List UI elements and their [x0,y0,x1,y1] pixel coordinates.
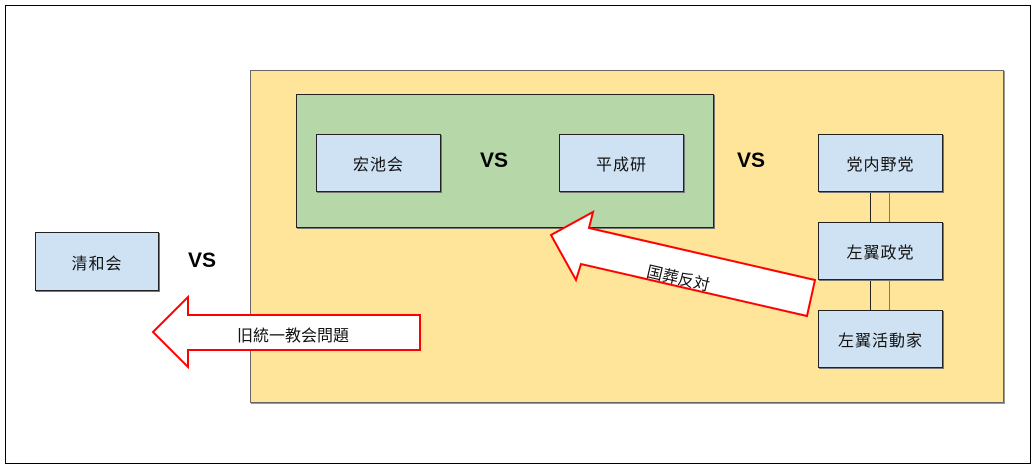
node-label: 宏池会 [352,155,404,174]
node-seiwakai: 清和会 [35,232,159,291]
vs-label: VS [188,249,217,272]
node-label: 左翼活動家 [837,331,923,350]
node-left-wing-parties: 左翼政党 [818,222,943,280]
connector-line [889,191,890,222]
node-kochikai: 宏池会 [316,134,441,192]
node-heiseiken: 平成研 [559,134,684,192]
connector-line [870,279,871,310]
state-funeral-arrow [549,210,817,318]
node-left-wing-activists: 左翼活動家 [818,310,943,368]
connector-line [870,191,871,222]
vs-label: VS [737,149,766,172]
node-party-internal-opposition: 党内野党 [818,134,943,192]
connector-line [889,279,890,310]
vs-label: VS [480,149,509,172]
unification-church-arrow [151,294,421,370]
node-label: 清和会 [71,253,123,273]
node-label: 平成研 [595,155,647,174]
node-label: 党内野党 [846,155,915,174]
node-label: 左翼政党 [846,243,915,262]
unification-church-arrow-label: 旧統一教会問題 [237,326,350,345]
